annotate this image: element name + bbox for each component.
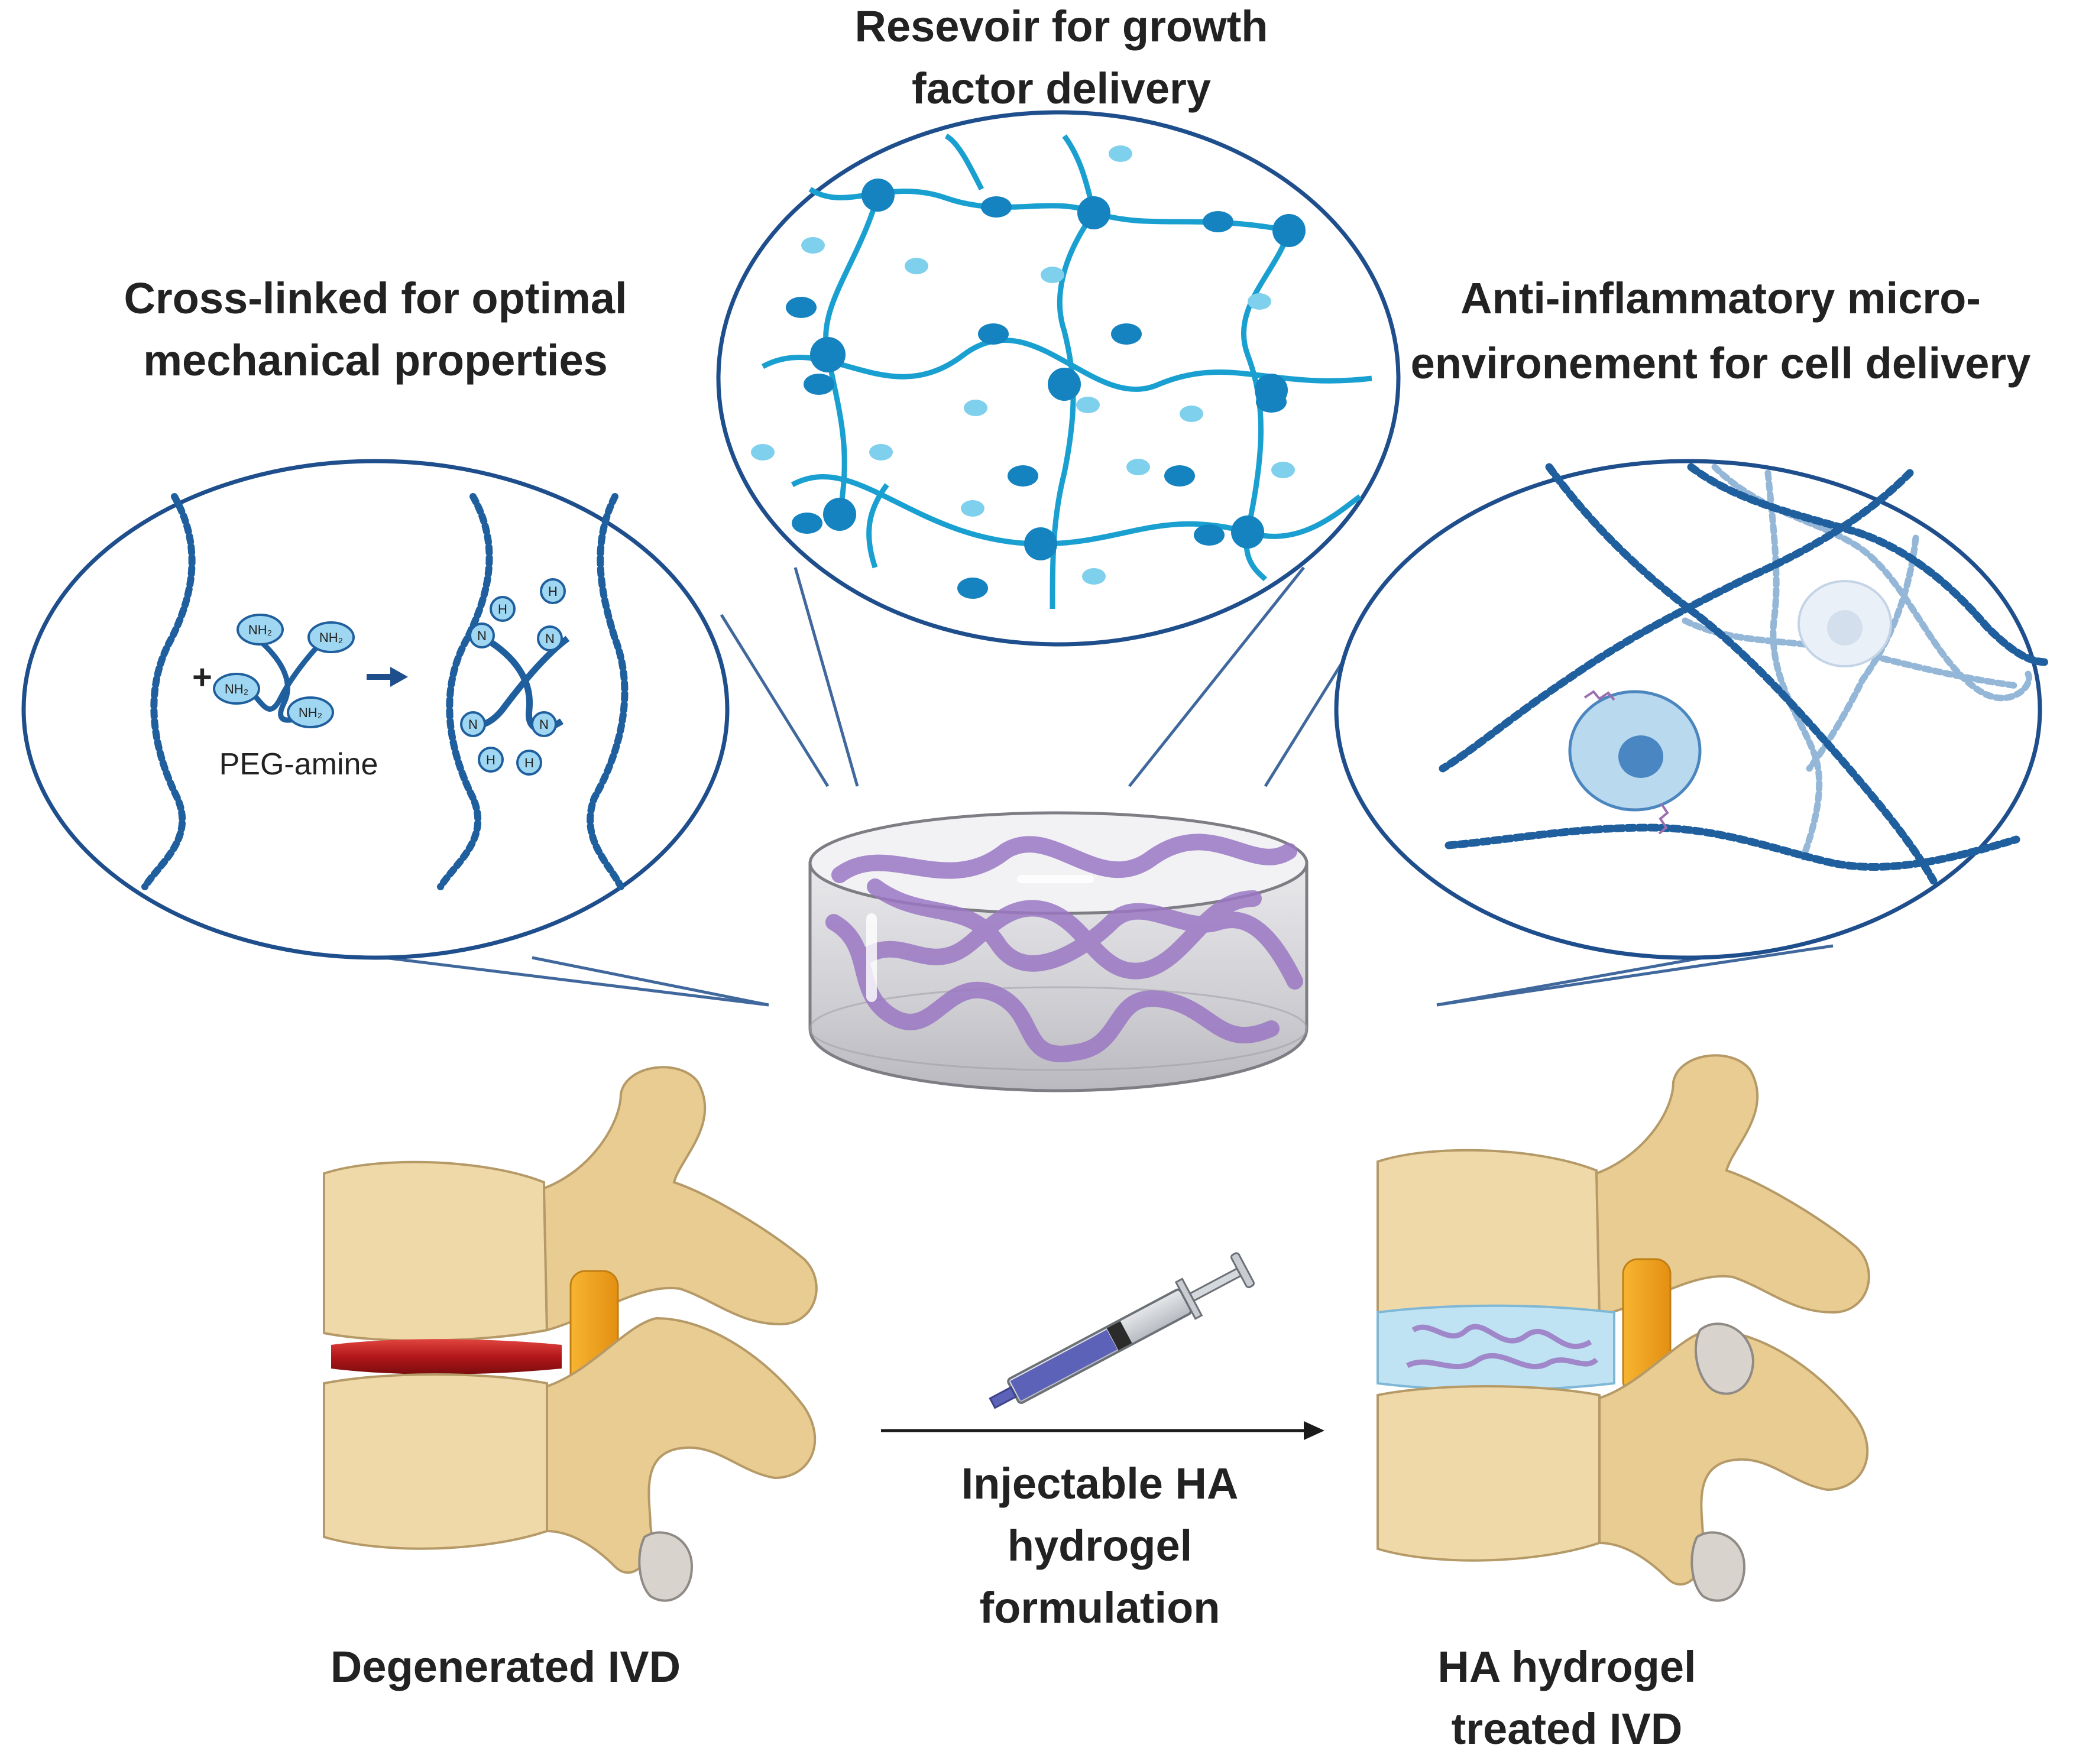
- injectable-line2: hydrogel: [1008, 1521, 1192, 1570]
- peg-amine-label: PEG-amine: [219, 747, 378, 782]
- nh2-label: NH₂: [299, 705, 322, 720]
- hydrogel-dish: [808, 811, 1309, 1092]
- label-injectable: Injectable HA hydrogel formulation: [961, 1459, 1239, 1632]
- nh2-label: NH₂: [225, 682, 248, 696]
- crosslink-circle: + NH₂ NH₂ NH₂ NH₂ PEG-amine: [21, 459, 730, 960]
- reservoir-title-line2: factor delivery: [912, 64, 1211, 113]
- degenerated-ivd-label: Degenerated IVD: [331, 1642, 681, 1691]
- microenvironment-circle: [1334, 459, 2050, 960]
- treated-ivd-line1: HA hydrogel: [1437, 1642, 1696, 1691]
- cell-icon: [1568, 690, 1702, 835]
- h-atom-label: H: [548, 584, 558, 599]
- degenerated-vertebrae: [323, 1066, 818, 1602]
- nh2-label: NH₂: [319, 630, 343, 645]
- n-atom-label: N: [539, 717, 549, 732]
- treatment-arrow: [881, 1421, 1324, 1440]
- plus-sign: +: [192, 658, 212, 696]
- reservoir-network-circle: [716, 110, 1401, 647]
- antiinflammatory-title-line1: Anti-inflammatory micro-: [1460, 274, 1981, 323]
- injectable-line1: Injectable HA: [961, 1459, 1239, 1508]
- growth-factor-dots: [751, 145, 1295, 599]
- h-atom-label: H: [486, 753, 495, 767]
- h-atom-label: H: [524, 755, 534, 770]
- n-atom-label: N: [545, 631, 555, 646]
- injectable-line3: formulation: [980, 1583, 1220, 1632]
- treated-ivd-line2: treated IVD: [1452, 1704, 1683, 1753]
- crosslinked-title-line2: mechanical properties: [143, 336, 608, 385]
- antiinflammatory-title-line2: environement for cell delivery: [1411, 339, 2031, 388]
- treated-vertebrae: [1377, 1054, 1870, 1602]
- peg-amine-molecule: NH₂ NH₂ NH₂ NH₂: [213, 614, 355, 728]
- hydrogel-strands: [825, 834, 1303, 1062]
- syringe-icon: [989, 1252, 1255, 1409]
- reservoir-title-line1: Resevoir for growth: [855, 2, 1268, 51]
- label-treated: HA hydrogel treated IVD: [1437, 1642, 1696, 1753]
- nh2-label: NH₂: [248, 622, 272, 637]
- n-atom-label: N: [477, 628, 487, 643]
- crosslinked-title-line1: Cross-linked for optimal: [124, 274, 627, 323]
- title-antiinflammatory: Anti-inflammatory micro- environement fo…: [1411, 274, 2031, 388]
- n-atom-label: N: [468, 717, 478, 732]
- plus-label: +: [192, 658, 212, 696]
- bright-chains: [1439, 463, 2050, 885]
- reaction-arrow: [367, 667, 408, 687]
- network-nodes: [810, 179, 1306, 560]
- title-crosslinked: Cross-linked for optimal mechanical prop…: [124, 274, 627, 385]
- crosslinked-product: N H H N N H N H: [460, 578, 570, 776]
- title-reservoir: Resevoir for growth factor delivery: [855, 2, 1268, 113]
- ha-chains: [141, 493, 629, 890]
- h-atom-label: H: [498, 602, 507, 617]
